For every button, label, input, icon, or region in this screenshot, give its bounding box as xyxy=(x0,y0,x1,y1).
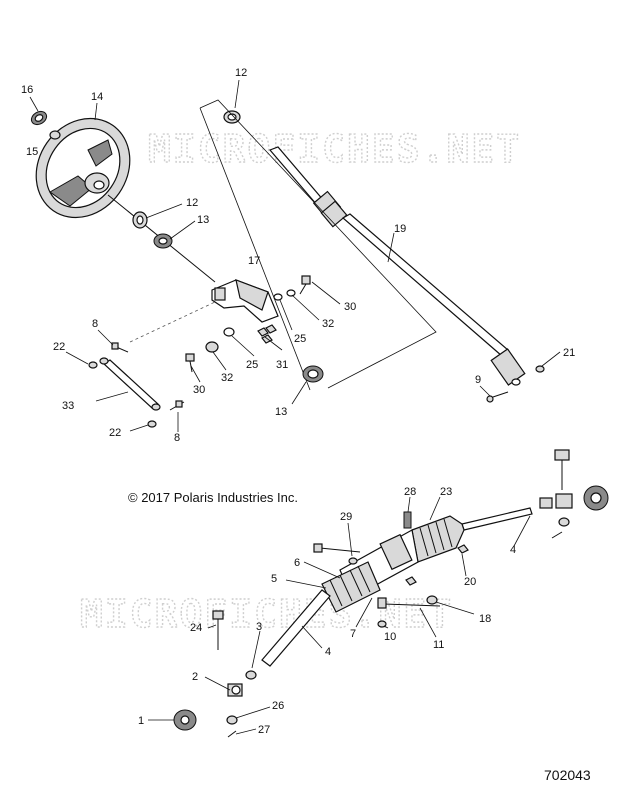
callout-8: 8 xyxy=(92,318,98,330)
bolt-right-vertical xyxy=(554,449,570,490)
nut-3 xyxy=(245,670,257,680)
bushing-12-top xyxy=(223,110,241,124)
callout-32: 32 xyxy=(322,318,334,330)
callout-21: 21 xyxy=(563,347,575,359)
rack-shaft-4-right xyxy=(461,507,533,531)
callout-28: 28 xyxy=(404,486,416,498)
stud-8-b xyxy=(169,400,185,411)
callout-7: 7 xyxy=(350,628,356,640)
callout-24: 24 xyxy=(190,622,202,634)
tie-rod-end-2 xyxy=(227,683,243,697)
document-number: 702043 xyxy=(544,767,591,783)
callout-3: 3 xyxy=(256,621,262,633)
callout-30: 30 xyxy=(193,384,205,396)
watermark-bottom: MICROFICHES.NET xyxy=(80,592,453,636)
tie-rod-end-right xyxy=(539,485,609,511)
callout-22: 22 xyxy=(109,427,121,439)
callout-2: 2 xyxy=(192,671,198,683)
dashed-link-bracket xyxy=(129,301,216,343)
callout-17: 17 xyxy=(248,255,260,267)
callout-4: 4 xyxy=(510,544,516,556)
callout-31: 31 xyxy=(276,359,288,371)
callout-20: 20 xyxy=(464,576,476,588)
callout-19: 19 xyxy=(394,223,406,235)
callout-33: 33 xyxy=(62,400,74,412)
callout-1: 1 xyxy=(138,715,144,727)
callout-23: 23 xyxy=(440,486,452,498)
nut-15 xyxy=(49,130,61,140)
bolt-24 xyxy=(212,610,224,650)
bolt-29 xyxy=(313,543,361,565)
callout-9: 9 xyxy=(475,374,481,386)
bolt-11 xyxy=(377,597,441,609)
washer-25-b xyxy=(223,327,235,337)
cotter-pin-right xyxy=(551,531,563,539)
column-bracket-17 xyxy=(211,279,279,323)
cotter-pin-27 xyxy=(227,730,237,738)
nut-21 xyxy=(535,365,545,373)
washer-32-a xyxy=(286,289,296,297)
wheel-cap-16 xyxy=(30,110,48,126)
callout-25: 25 xyxy=(246,359,258,371)
shaft-boundary xyxy=(199,99,437,389)
callout-26: 26 xyxy=(272,700,284,712)
leader-lines xyxy=(29,79,561,735)
bearing-13-bottom xyxy=(302,365,324,383)
intermediate-shaft-19 xyxy=(268,146,526,386)
callout-8: 8 xyxy=(174,432,180,444)
callout-15: 15 xyxy=(26,146,38,158)
nuts-31 xyxy=(257,324,277,344)
bellows-boot-5 xyxy=(321,561,381,613)
washer-10 xyxy=(377,620,387,628)
copyright-notice: © 2017 Polaris Industries Inc. xyxy=(128,490,298,505)
bolt-30-a xyxy=(299,275,311,295)
bellows-boot-23 xyxy=(411,515,465,563)
callout-16: 16 xyxy=(21,84,33,96)
callout-12: 12 xyxy=(235,67,247,79)
callout-25: 25 xyxy=(294,333,306,345)
callout-27: 27 xyxy=(258,724,270,736)
callout-10: 10 xyxy=(384,631,396,643)
washer-25-a xyxy=(273,293,283,301)
callout-30: 30 xyxy=(344,301,356,313)
rack-shaft-4-left xyxy=(261,589,331,667)
callout-14: 14 xyxy=(91,91,103,103)
callout-18: 18 xyxy=(479,613,491,625)
bearing-13-top xyxy=(153,233,173,249)
callout-22: 22 xyxy=(53,341,65,353)
nut-18 xyxy=(426,595,438,605)
callout-5: 5 xyxy=(271,573,277,585)
callout-13: 13 xyxy=(197,214,209,226)
watermark-top: MICROFICHES.NET xyxy=(148,127,521,171)
nut-26 xyxy=(226,715,238,725)
bushing-12 xyxy=(132,211,148,229)
callout-labels: 12 16 14 15 12 13 17 19 8 22 30 32 25 25… xyxy=(21,67,591,783)
nuts-20 xyxy=(405,544,469,586)
callout-12: 12 xyxy=(186,197,198,209)
callout-29: 29 xyxy=(340,511,352,523)
bushing-1 xyxy=(173,709,197,731)
callout-4: 4 xyxy=(325,646,331,658)
callout-6: 6 xyxy=(294,557,300,569)
callout-32: 32 xyxy=(221,372,233,384)
gas-strut-33 xyxy=(99,357,161,411)
callout-11: 11 xyxy=(433,639,444,651)
nut-right xyxy=(558,517,570,527)
steering-wheel xyxy=(35,117,131,219)
nut-22-b xyxy=(147,420,157,428)
stud-8-a xyxy=(111,342,129,353)
nut-22-a xyxy=(88,361,98,369)
callout-13: 13 xyxy=(275,406,287,418)
bolt-9 xyxy=(486,391,509,403)
bushing-32-b xyxy=(205,341,219,353)
